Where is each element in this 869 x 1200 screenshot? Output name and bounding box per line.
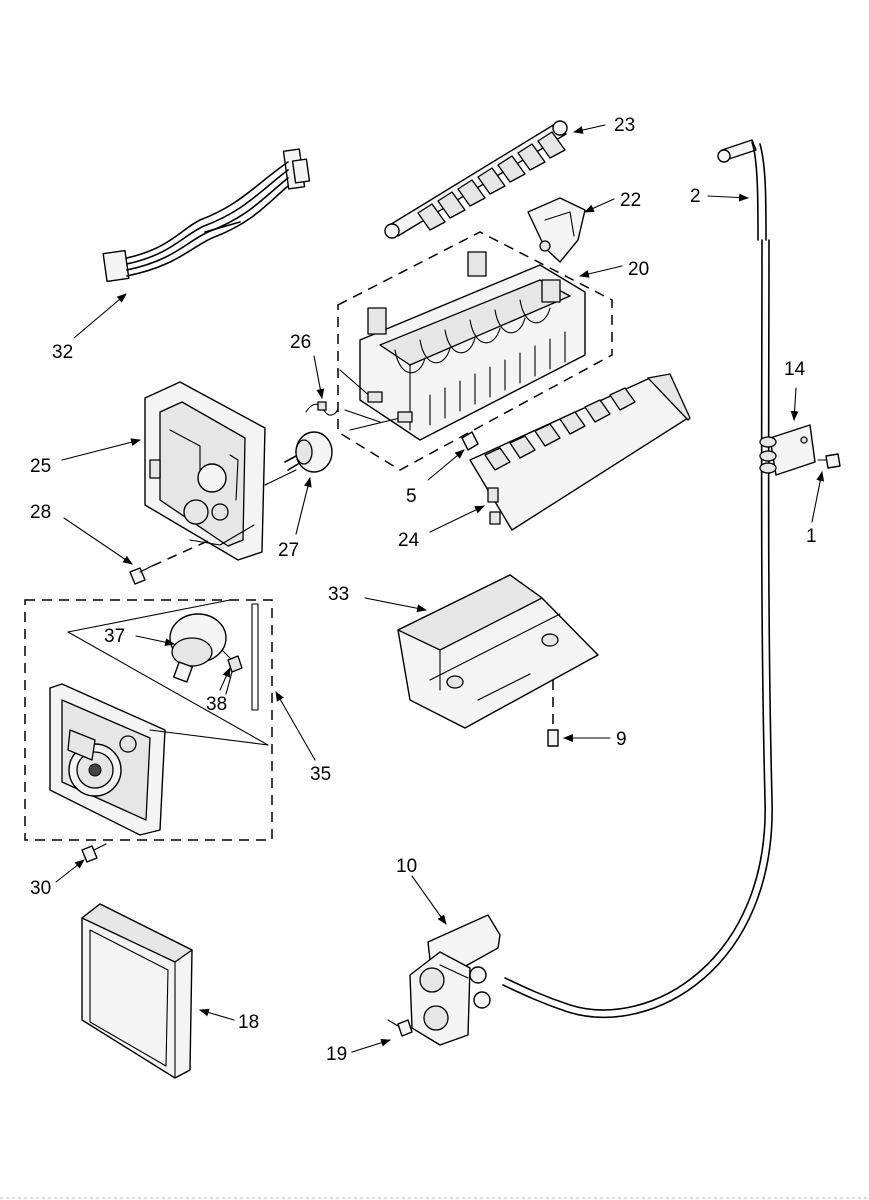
control-housing-part <box>144 381 297 561</box>
callout-33: 33 <box>328 584 349 605</box>
callout-10: 10 <box>396 856 417 877</box>
callout-24: 24 <box>398 530 420 551</box>
ejector-shaft-part <box>384 120 568 239</box>
callout-35: 35 <box>310 764 331 785</box>
wire-lead-part <box>251 603 259 711</box>
callout-22: 22 <box>620 190 641 211</box>
thermostat-part <box>284 431 333 473</box>
fill-tube-part <box>502 139 773 1019</box>
stripper-part <box>469 373 691 531</box>
screw-1-part <box>817 453 841 469</box>
ice-mold-group-outline <box>337 231 613 471</box>
callout-5: 5 <box>406 486 417 507</box>
callout-26: 26 <box>290 332 311 353</box>
screw-9-part <box>547 680 559 747</box>
ice-bin-part <box>397 574 599 729</box>
spring-clip-part <box>305 401 339 416</box>
cover-part <box>81 903 193 1079</box>
callout-9: 9 <box>616 729 627 750</box>
screw-30-part <box>81 843 107 863</box>
callout-32: 32 <box>52 342 73 363</box>
callout-1: 1 <box>806 526 817 547</box>
callout-28: 28 <box>30 502 51 523</box>
callout-18: 18 <box>238 1012 259 1033</box>
screw-19-part <box>387 1019 413 1037</box>
callout-labels: 32 23 22 20 2 14 1 26 25 28 27 5 24 33 3… <box>30 115 817 1065</box>
callout-30: 30 <box>30 878 51 899</box>
bracket-part <box>527 197 586 263</box>
water-valve-part <box>409 914 501 1046</box>
screw-38-part <box>225 655 243 695</box>
callout-27: 27 <box>278 540 299 561</box>
motor-part <box>169 613 233 683</box>
callout-14: 14 <box>784 359 806 380</box>
motor-module-part <box>49 599 269 836</box>
tube-clamp-part <box>759 424 816 476</box>
callout-2: 2 <box>690 186 701 207</box>
callout-20: 20 <box>628 259 649 280</box>
callout-37: 37 <box>104 626 125 647</box>
screw-28-part <box>129 565 153 585</box>
leader-lines <box>55 124 825 1053</box>
assembly-guide-dashed <box>151 539 211 567</box>
wire-harness-part <box>102 148 311 283</box>
clip-part <box>461 431 479 451</box>
callout-23: 23 <box>614 115 635 136</box>
ice-mold-part <box>339 251 586 441</box>
callout-19: 19 <box>326 1044 347 1065</box>
callout-38: 38 <box>206 694 227 715</box>
callout-25: 25 <box>30 456 51 477</box>
